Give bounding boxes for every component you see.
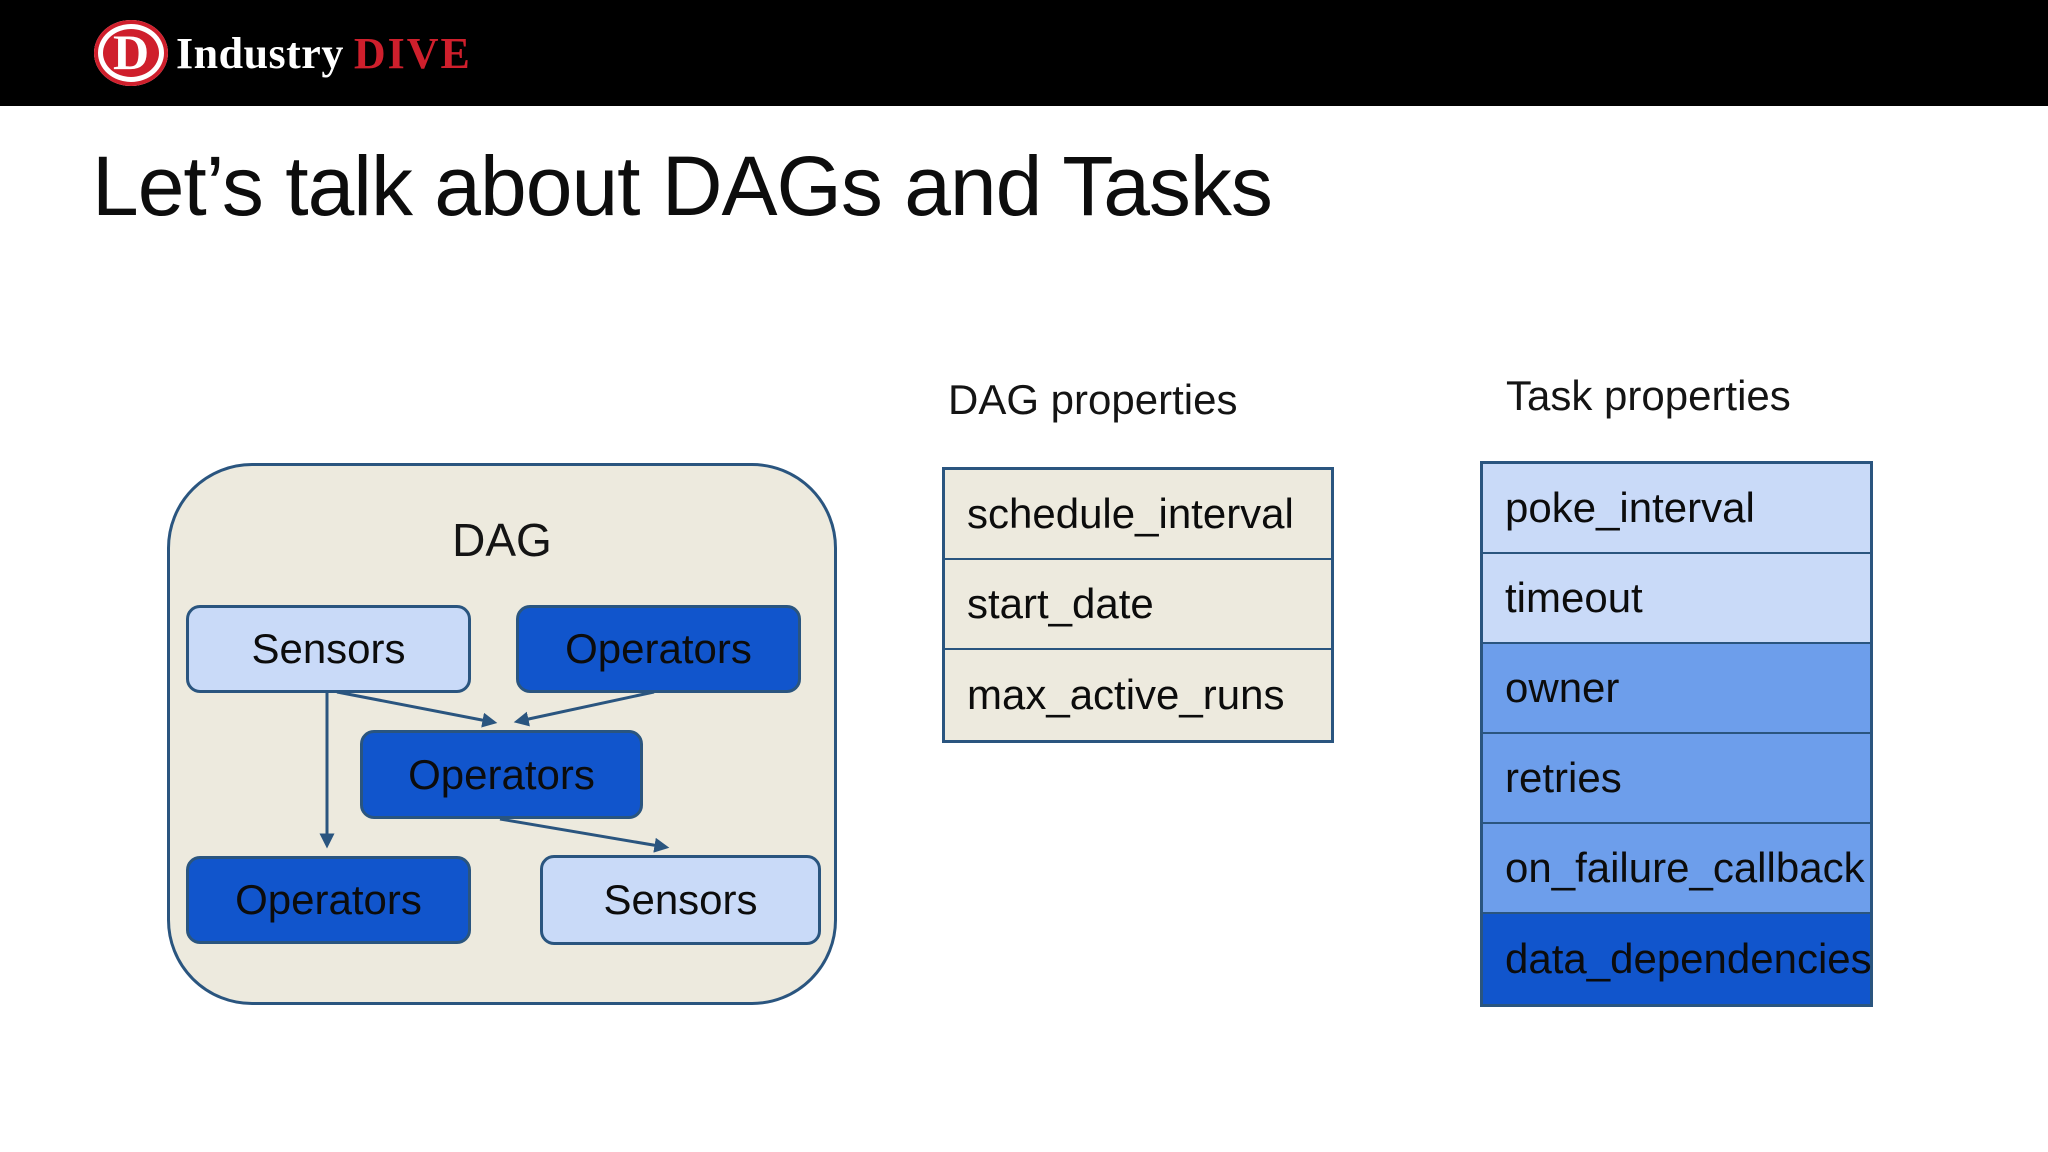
industry-dive-logo-icon: D [94,20,168,86]
table-row: start_date [945,560,1331,650]
logo-text-dive: DIVE [353,28,472,78]
table-row: on_failure_callback [1483,824,1870,914]
row-label: owner [1505,664,1620,711]
row-label: timeout [1505,574,1643,621]
node-label: Operators [408,750,595,798]
table-row: retries [1483,734,1870,824]
dag-properties-table: schedule_interval start_date max_active_… [942,467,1334,743]
row-label: on_failure_callback [1505,844,1865,891]
task-properties-title: Task properties [1506,372,1791,419]
dag-container-label: DAG [452,514,552,566]
node-label: Operators [235,876,422,923]
node-operators-middle: Operators [360,730,643,819]
row-label: start_date [967,580,1154,627]
row-label: poke_interval [1505,484,1755,531]
header-bar: D Industry DIVE [0,0,2048,106]
logo-monogram: D [112,24,150,80]
table-row: max_active_runs [945,650,1331,740]
node-label: Sensors [603,876,758,923]
table-row: schedule_interval [945,470,1331,560]
node-operators-bottom: Operators [186,856,471,944]
node-label: Operators [565,625,752,672]
row-label: data_dependencies [1505,935,1872,982]
node-operators-top: Operators [516,605,801,693]
dag-properties-title: DAG properties [948,376,1238,423]
dag-diagram-container: DAG Sensors Operators Operators Operator… [167,463,837,1005]
table-row: owner [1483,644,1870,734]
row-label: schedule_interval [967,490,1294,537]
row-label: max_active_runs [967,671,1285,718]
table-row: data_dependencies [1483,914,1872,1004]
table-row: timeout [1483,554,1870,644]
row-label: retries [1505,754,1622,801]
table-row: poke_interval [1483,464,1870,554]
task-properties-table: poke_interval timeout owner retries on_f… [1480,461,1873,1007]
node-label: Sensors [251,625,406,672]
logo-text-industry: Industry [176,28,344,78]
node-sensors-top: Sensors [186,605,471,693]
slide-title: Let’s talk about DAGs and Tasks [92,139,1273,233]
logo-wordmark: Industry DIVE [176,28,472,79]
node-sensors-bottom: Sensors [540,855,821,945]
